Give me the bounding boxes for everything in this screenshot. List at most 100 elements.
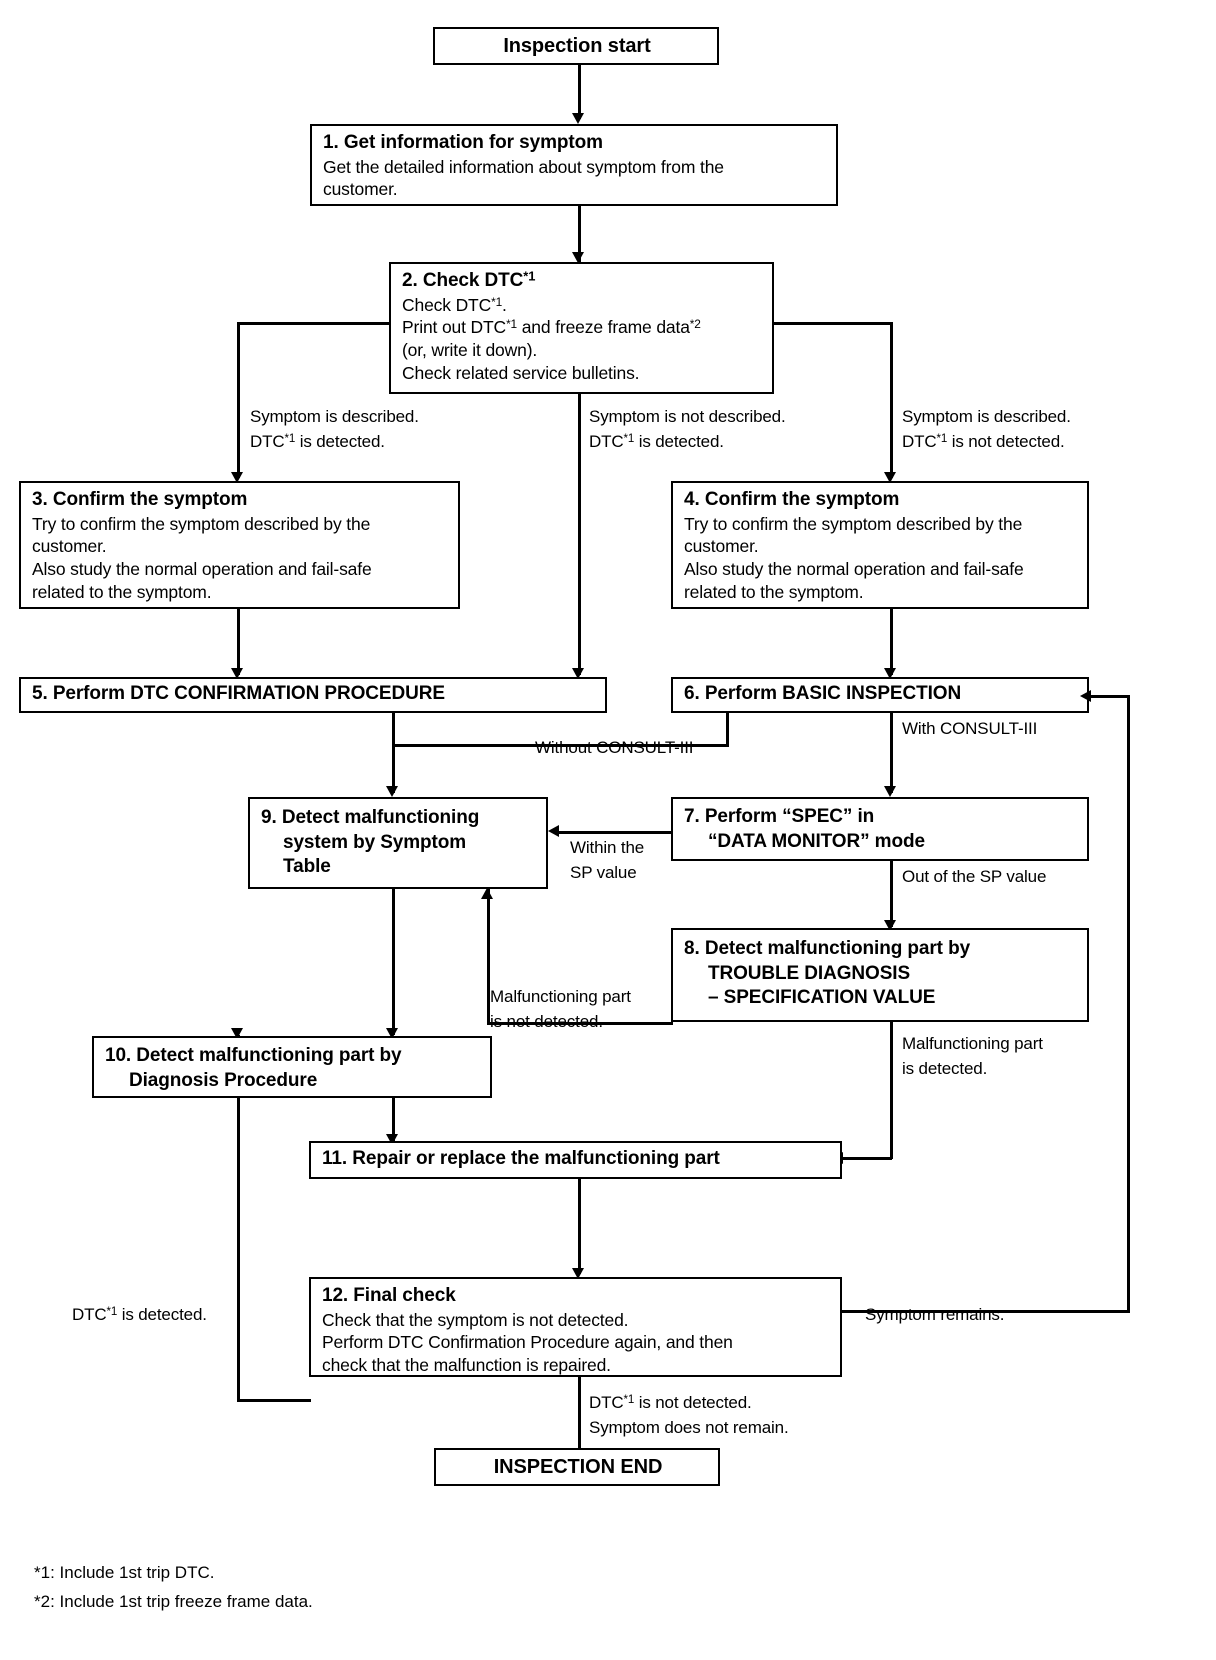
node-1-title: 1. Get information for symptom xyxy=(323,132,603,153)
edge-label-branch-right-line-1: Symptom is described. xyxy=(902,407,1071,426)
arrowhead-11-to-12 xyxy=(572,1268,584,1279)
node-4-body-line-4: related to the symptom. xyxy=(684,581,864,602)
arrowhead-1-to-2 xyxy=(572,252,584,263)
node-8-line-1: 8. Detect malfunctioning part by xyxy=(684,938,971,959)
edge-label-branch-right: Symptom is described. DTC*1 is not detec… xyxy=(902,405,1071,454)
edge-6-without-consult-across xyxy=(392,744,729,747)
edge-8-not-detected-across xyxy=(487,1022,673,1025)
edge-label-branch-left-line-1: Symptom is described. xyxy=(250,407,419,426)
edge-label-part-not-detected-line-2: is not detected. xyxy=(490,1011,603,1031)
edge-7-to-8 xyxy=(890,861,893,927)
node-2-body-line-2: Print out DTC*1 and freeze frame data*2 xyxy=(402,317,701,338)
node-4-body-line-1: Try to confirm the symptom described by … xyxy=(684,513,1023,534)
arrowhead-7-to-8 xyxy=(884,920,896,931)
node-2-body-line-3: (or, write it down). xyxy=(402,340,538,361)
edge-8-detected-down xyxy=(890,1022,893,1159)
edge-8-detected-across xyxy=(842,1157,892,1160)
node-8-line-2: TROUBLE DIAGNOSIS xyxy=(708,962,911,984)
arrowhead-6-to-7 xyxy=(884,786,896,797)
footnote-1: *1: Include 1st trip DTC. xyxy=(34,1563,215,1582)
edge-2-branch-bus-left xyxy=(237,322,391,325)
edge-label-within-sp-line-1: Within the xyxy=(570,838,645,857)
arrowhead-start-to-1 xyxy=(572,113,584,124)
edge-6-without-consult-down xyxy=(726,713,729,746)
node-2-title: 2. Check DTC*1 xyxy=(402,268,536,291)
node-8-trouble-diagnosis-spec-value[interactable]: 8. Detect malfunctioning part by TROUBLE… xyxy=(671,928,1089,1022)
edge-symptom-remains-to-6 xyxy=(1089,695,1129,698)
edge-12-symptom-remains-across xyxy=(840,1310,1130,1313)
node-3-body-line-4: related to the symptom. xyxy=(32,581,212,602)
node-9-symptom-table[interactable]: 9. Detect malfunctioning system by Sympt… xyxy=(248,797,548,889)
node-6-basic-inspection[interactable]: 6. Perform BASIC INSPECTION xyxy=(671,677,1089,713)
node-3-title: 3. Confirm the symptom xyxy=(32,489,248,510)
edge-label-final-ok-line-1: DTC*1 is not detected. xyxy=(589,1393,752,1412)
node-inspection-start[interactable]: Inspection start xyxy=(433,27,719,65)
node-inspection-start-label: Inspection start xyxy=(503,34,651,57)
edge-label-branch-left-line-2: DTC*1 is detected. xyxy=(250,431,385,451)
edge-label-dtc-detected: DTC*1 is detected. xyxy=(72,1305,207,1324)
node-2-check-dtc[interactable]: 2. Check DTC*1 Check DTC*1. Print out DT… xyxy=(389,262,774,394)
edge-label-within-sp-line-2: SP value xyxy=(570,862,637,882)
edge-6-to-7 xyxy=(890,713,893,793)
node-inspection-end-label: INSPECTION END xyxy=(493,1455,663,1478)
node-12-title: 12. Final check xyxy=(322,1285,456,1306)
footnote-2: *2: Include 1st trip freeze frame data. xyxy=(34,1592,313,1611)
node-1-body-line-2: customer. xyxy=(323,179,398,200)
node-4-body-line-3: Also study the normal operation and fail… xyxy=(684,559,1024,580)
edge-4-to-6 xyxy=(890,609,893,675)
node-3-body-line-1: Try to confirm the symptom described by … xyxy=(32,513,371,534)
node-2-body-line-4: Check related service bulletins. xyxy=(402,362,640,383)
edge-11-to-12 xyxy=(578,1179,581,1274)
node-7-spec-data-monitor[interactable]: 7. Perform “SPEC” in “DATA MONITOR” mode xyxy=(671,797,1089,861)
arrowhead-7-to-9 xyxy=(548,825,559,837)
node-12-body-line-2: Perform DTC Confirmation Procedure again… xyxy=(322,1332,733,1353)
edge-label-branch-right-line-2: DTC*1 is not detected. xyxy=(902,431,1065,451)
node-4-body-line-2: customer. xyxy=(684,536,759,557)
arrowhead-left-rail-to-10 xyxy=(231,1028,243,1039)
node-9-line-2: system by Symptom xyxy=(283,831,467,853)
node-inspection-end[interactable]: INSPECTION END xyxy=(434,1448,720,1486)
node-12-body-line-1: Check that the symptom is not detected. xyxy=(322,1309,629,1330)
node-12-final-check[interactable]: 12. Final check Check that the symptom i… xyxy=(309,1277,842,1377)
edge-label-without-consult: Without CONSULT-III xyxy=(535,738,694,757)
edge-2-branch-bus-right xyxy=(772,322,893,325)
edge-9-to-10 xyxy=(392,889,395,1035)
node-7-line-1: 7. Perform “SPEC” in xyxy=(684,806,875,827)
node-2-body-line-1: Check DTC*1. xyxy=(402,294,507,315)
edge-label-out-of-sp: Out of the SP value xyxy=(902,867,1047,886)
node-11-title: 11. Repair or replace the malfunctioning… xyxy=(322,1148,720,1170)
edge-label-branch-middle: Symptom is not described. DTC*1 is detec… xyxy=(589,405,786,454)
node-6-title: 6. Perform BASIC INSPECTION xyxy=(684,683,962,705)
edge-label-part-not-detected: Malfunctioning part is not detected. xyxy=(490,985,631,1034)
edge-label-branch-middle-line-2: DTC*1 is detected. xyxy=(589,431,724,451)
edge-2-to-3 xyxy=(237,322,240,478)
edge-label-final-ok-line-2: Symptom does not remain. xyxy=(589,1417,789,1437)
node-10-diagnosis-procedure[interactable]: 10. Detect malfunctioning part by Diagno… xyxy=(92,1036,492,1098)
edge-label-symptom-remains: Symptom remains. xyxy=(865,1305,1005,1324)
arrowhead-10-to-11 xyxy=(386,1134,398,1145)
node-11-repair-or-replace[interactable]: 11. Repair or replace the malfunctioning… xyxy=(309,1141,842,1179)
node-4-confirm-symptom[interactable]: 4. Confirm the symptom Try to confirm th… xyxy=(671,481,1089,609)
node-5-dtc-confirmation-procedure[interactable]: 5. Perform DTC CONFIRMATION PROCEDURE xyxy=(19,677,607,713)
arrowhead-8-to-9 xyxy=(481,888,493,899)
edge-2-to-4 xyxy=(890,322,893,478)
edge-label-part-detected: Malfunctioning part is detected. xyxy=(902,1032,1043,1081)
edge-start-to-1 xyxy=(578,65,581,119)
node-3-body-line-3: Also study the normal operation and fail… xyxy=(32,559,372,580)
arrowhead-symptom-remains-to-6 xyxy=(1080,690,1091,702)
arrowhead-5-to-9 xyxy=(386,786,398,797)
arrowhead-4-to-6 xyxy=(884,668,896,679)
arrowhead-3-to-5 xyxy=(231,668,243,679)
edge-2-to-5 xyxy=(578,394,581,675)
node-1-get-information[interactable]: 1. Get information for symptom Get the d… xyxy=(310,124,838,206)
node-12-body-line-3: check that the malfunction is repaired. xyxy=(322,1355,611,1376)
node-3-body-line-2: customer. xyxy=(32,536,107,557)
edge-8-not-detected-up xyxy=(487,889,490,1024)
edge-12-to-end xyxy=(578,1377,581,1461)
arrowhead-2-to-4 xyxy=(884,472,896,483)
arrowhead-2-to-5 xyxy=(572,668,584,679)
node-1-body-line-1: Get the detailed information about sympt… xyxy=(323,156,724,177)
node-3-confirm-symptom[interactable]: 3. Confirm the symptom Try to confirm th… xyxy=(19,481,460,609)
node-10-line-2: Diagnosis Procedure xyxy=(129,1069,318,1091)
